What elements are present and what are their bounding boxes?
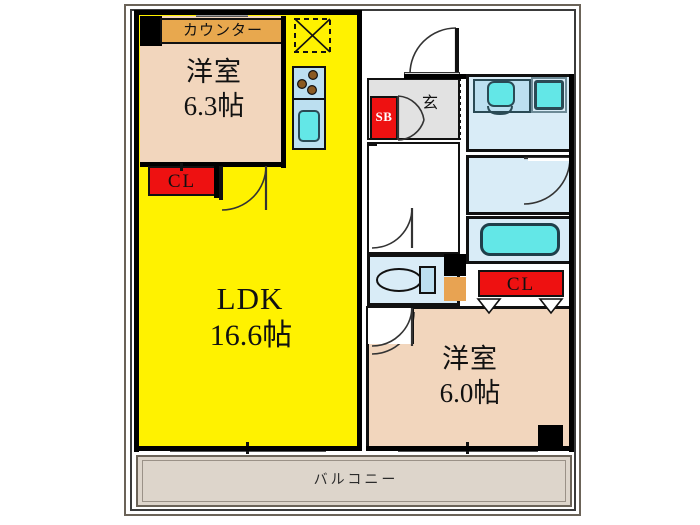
washbasin-icon <box>473 79 531 116</box>
room-western-60-size: 6.0帖 <box>439 378 501 408</box>
closet-left-label: CL <box>167 171 197 192</box>
balcony-area <box>136 455 572 507</box>
wall-ldk-bottom <box>136 446 362 451</box>
structural-pillar-topleft <box>140 16 162 46</box>
door-corridor-to-room60 <box>371 207 414 249</box>
closet-right-door-marks <box>476 298 564 315</box>
washing-machine-icon <box>534 80 564 110</box>
toilet-step-block <box>444 277 466 301</box>
balcony-label: バルコニー <box>313 473 399 488</box>
refrigerator-space-icon <box>294 18 331 53</box>
door-room60-entry-arc <box>371 307 414 347</box>
shoe-box-label: SB <box>375 109 393 124</box>
pillar-toilet-corner <box>444 254 466 276</box>
counter-label: カウンター <box>182 23 263 39</box>
room-ldk-size: 16.6帖 <box>209 319 293 352</box>
wall-entrance-door-jamb <box>455 28 459 76</box>
kitchen-stove-icon <box>292 66 326 100</box>
room-western-63-size: 6.3帖 <box>183 91 245 121</box>
dressing-door-clear <box>528 158 571 161</box>
wall-kitchen-right <box>357 14 362 260</box>
wall-top-outer <box>136 10 362 15</box>
wall-door-jamb-room63 <box>219 166 223 200</box>
wall-right-outer-upper <box>569 74 574 452</box>
wall-closet-left-right <box>214 166 219 198</box>
door-dressing-room-icon <box>523 156 571 205</box>
wall-room63-right <box>281 16 286 168</box>
shoe-box-block <box>370 96 398 140</box>
bathtub-icon <box>480 223 560 256</box>
closet-right-label: CL <box>506 274 536 295</box>
entrance-label: 玄 <box>421 95 438 112</box>
toilet-icon <box>376 266 436 294</box>
wall-left-outer <box>134 10 139 452</box>
genkan-step-edge <box>458 78 461 140</box>
wall-entrance-top <box>404 74 466 79</box>
stove-burners-icon <box>296 69 319 96</box>
genkan-folding-door-icon <box>396 95 425 141</box>
room-ldk-name: LDK <box>216 281 284 316</box>
wall-room63-bottom <box>140 162 286 167</box>
balcony-inner-line <box>142 460 566 502</box>
wall-ldk-right-lower <box>357 258 362 450</box>
wall-room60-bottom <box>366 446 574 451</box>
kitchen-sink-icon <box>298 110 320 142</box>
counter-block <box>160 18 286 44</box>
wall-corridor-notch <box>367 142 377 146</box>
room-western-63-name: 洋室 <box>186 57 242 87</box>
washing-machine-outline <box>531 77 567 113</box>
closet-left-divider <box>180 163 183 171</box>
structural-pillar-bottomright <box>538 425 563 449</box>
room-western-60-name: 洋室 <box>442 344 498 374</box>
closet-right-block <box>478 270 564 297</box>
outer-frame <box>124 4 581 516</box>
corridor-floor <box>367 142 460 254</box>
door-ldk-to-room63 <box>221 165 268 211</box>
